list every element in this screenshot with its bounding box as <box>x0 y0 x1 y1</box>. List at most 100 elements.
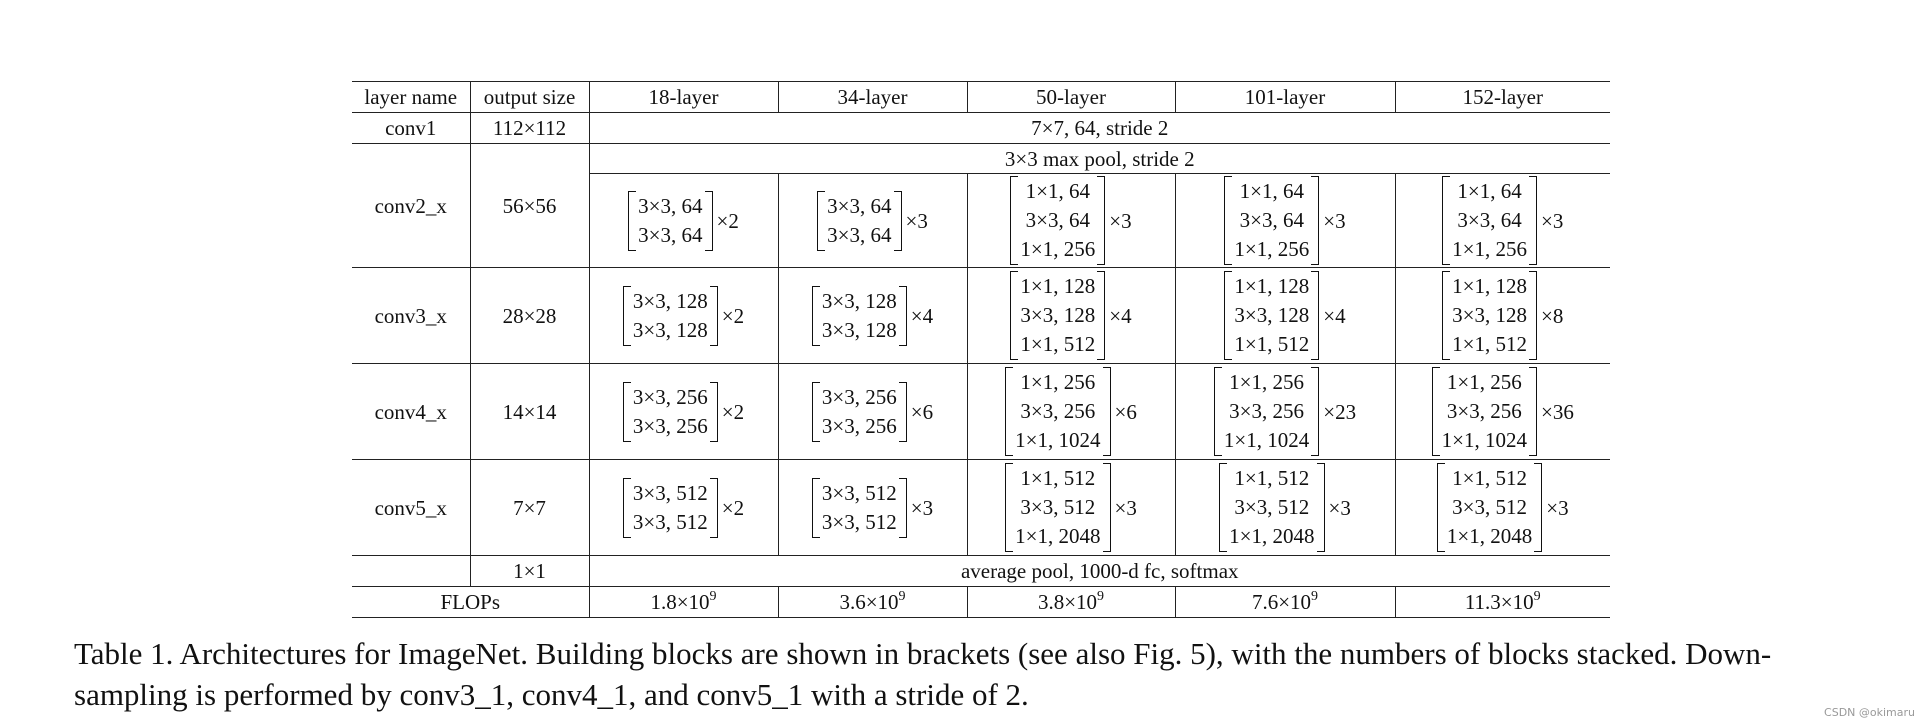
caption-line-1: Table 1. Architectures for ImageNet. Bui… <box>74 636 1772 671</box>
block-layer: 3×3, 512 <box>1020 495 1096 519</box>
flops-34-layer: 3.6×109 <box>778 586 968 618</box>
block-layer: 1×1, 512 <box>1452 332 1527 356</box>
header-layer-name: layer name <box>352 81 471 113</box>
conv1-name: conv1 <box>352 112 471 144</box>
block-layer: 3×3, 256 <box>821 413 897 438</box>
header-row: layer name output size 18-layer 34-layer… <box>352 81 1610 113</box>
block-multiplier: ×36 <box>1541 399 1574 424</box>
flops-exponent: 9 <box>1533 589 1541 604</box>
flops-101-layer: 7.6×109 <box>1175 586 1396 618</box>
block-layer: 3×3, 256 <box>632 413 708 438</box>
block-layer: 3×3, 128 <box>821 288 897 313</box>
stage-output-size: 7×7 <box>470 459 590 556</box>
block-layer: 3×3, 64 <box>827 193 892 218</box>
block-layer: 3×3, 512 <box>1452 495 1527 519</box>
table-caption: Table 1. Architectures for ImageNet. Bui… <box>74 633 1894 715</box>
block-multiplier: ×4 <box>1109 303 1132 328</box>
stage-name: conv5_x <box>352 459 471 556</box>
flops-base: 3.8×10 <box>1037 590 1098 614</box>
block-bracket: 3×3, 256 3×3, 256 <box>811 381 907 442</box>
block-layer: 1×1, 256 <box>1234 237 1310 261</box>
block-multiplier: ×6 <box>1114 399 1137 424</box>
block-layer: 1×1, 256 <box>1446 370 1522 394</box>
flops-row: FLOPs 1.8×109 3.6×109 3.8×109 7.6×109 11… <box>352 586 1610 618</box>
header-152-layer: 152-layer <box>1395 81 1610 113</box>
block-layer: 3×3, 128 <box>1234 303 1310 327</box>
block-layer: 1×1, 256 <box>1229 370 1304 394</box>
header-50-layer: 50-layer <box>967 81 1176 113</box>
block-layer: 3×3, 64 <box>827 222 892 247</box>
block-layer: 1×1, 2048 <box>1229 524 1315 548</box>
header-101-layer: 101-layer <box>1175 81 1396 113</box>
stage-name: conv4_x <box>352 363 471 460</box>
block-multiplier: ×4 <box>910 303 934 328</box>
stage-name: conv3_x <box>352 267 471 364</box>
block-multiplier: ×3 <box>910 495 934 520</box>
block-layer: 1×1, 1024 <box>1223 428 1310 452</box>
bracketed-block: 3×3, 64 3×3, 64 ×3 <box>817 190 928 251</box>
block-layer: 1×1, 64 <box>1239 179 1304 203</box>
flops-base: 1.8×10 <box>650 590 710 614</box>
block-multiplier: ×3 <box>905 208 928 233</box>
flops-exponent: 9 <box>1311 589 1319 604</box>
block-multiplier: ×2 <box>721 303 745 328</box>
flops-exponent: 9 <box>709 589 717 604</box>
block-multiplier: ×8 <box>1541 303 1564 328</box>
block-layer: 3×3, 64 <box>638 222 703 247</box>
block-layer: 1×1, 512 <box>1234 332 1310 356</box>
header-output-size: output size <box>470 81 590 113</box>
block-layer: 1×1, 2048 <box>1446 524 1533 548</box>
block-layer: 1×1, 256 <box>1020 370 1096 394</box>
final-output-size: 1×1 <box>470 555 590 587</box>
stage-name: conv2_x <box>352 143 471 268</box>
block-layer: 3×3, 512 <box>821 509 897 534</box>
flops-base: 3.6×10 <box>839 590 899 614</box>
block-layer: 1×1, 512 <box>1020 466 1096 490</box>
maxpool-description: 3×3 max pool, stride 2 <box>589 143 1610 174</box>
header-34-layer: 34-layer <box>778 81 968 113</box>
block-multiplier: ×23 <box>1323 399 1357 424</box>
block-layer: 3×3, 128 <box>1452 303 1527 327</box>
block-layer: 1×1, 64 <box>1457 179 1522 203</box>
block-layer: 3×3, 256 <box>821 384 897 409</box>
flops-exponent: 9 <box>1097 589 1105 604</box>
architecture-table: layer name output size 18-layer 34-layer… <box>352 81 1610 618</box>
conv1-row: conv1 112×112 7×7, 64, stride 2 <box>352 112 1610 144</box>
